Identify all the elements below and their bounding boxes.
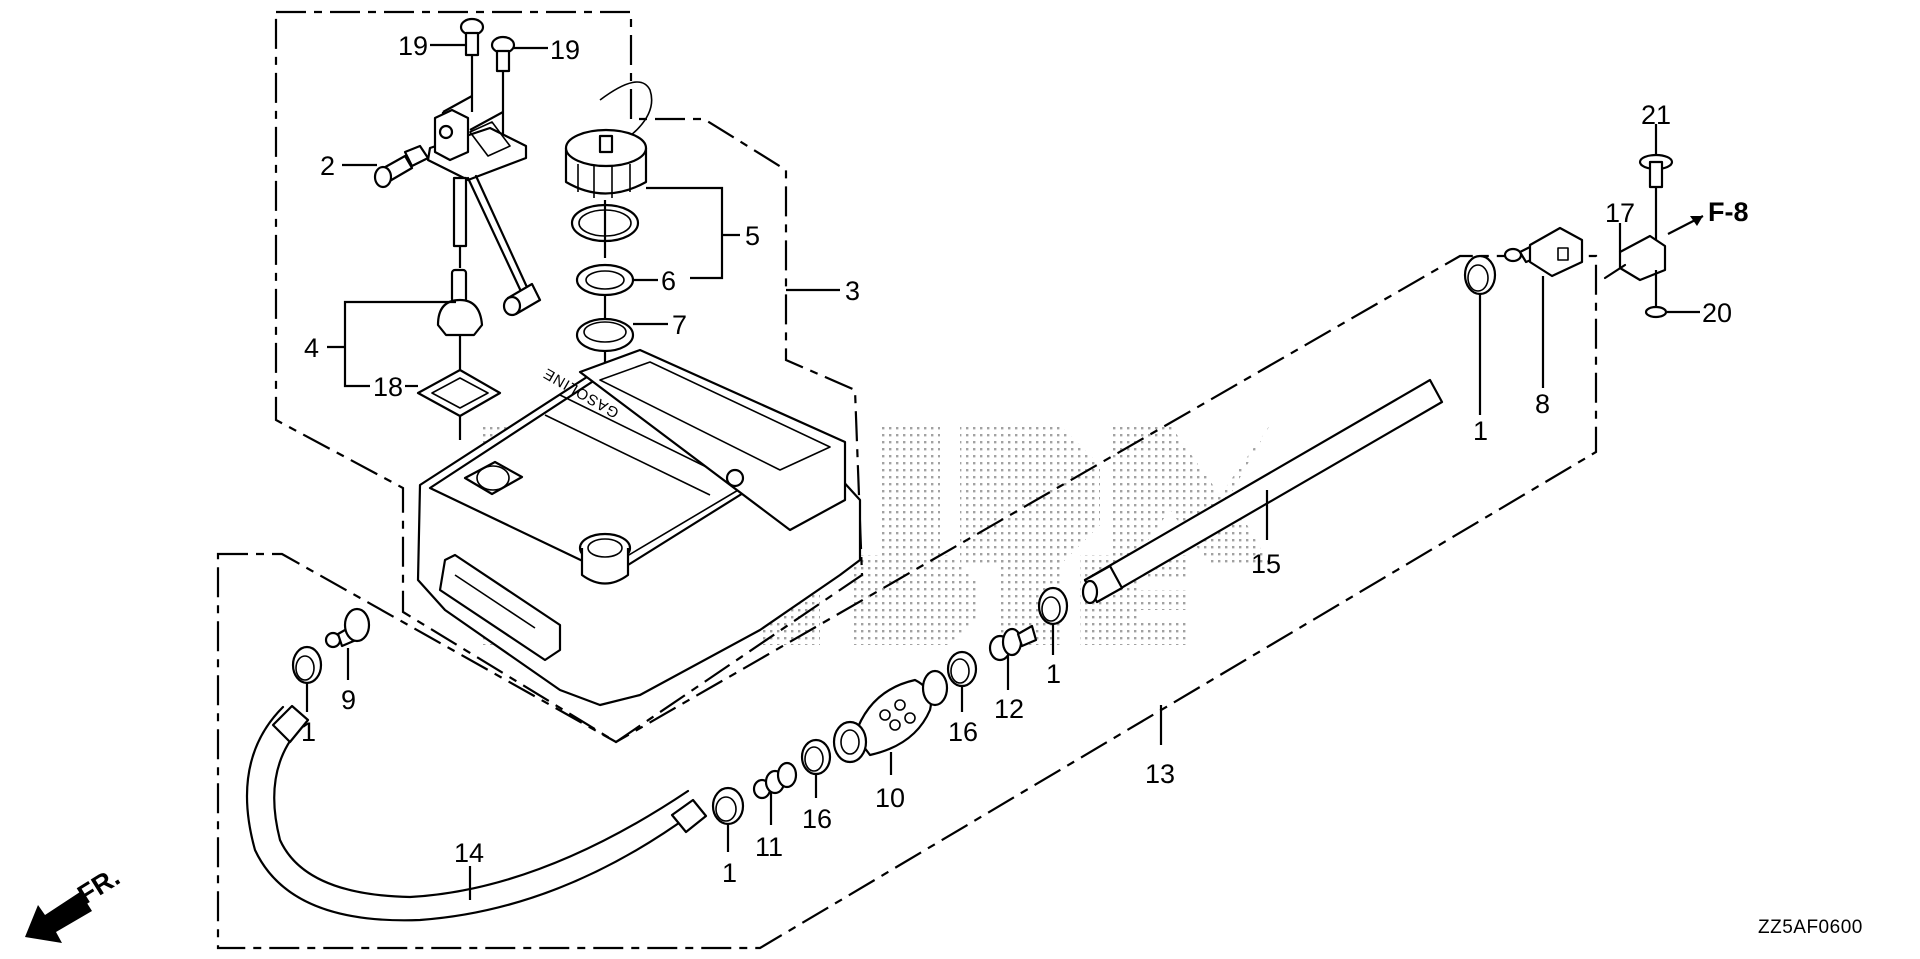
callout-16[interactable]: 16 bbox=[802, 804, 832, 834]
callout-11[interactable]: 11 bbox=[755, 832, 783, 862]
callout-15[interactable]: 15 bbox=[1251, 549, 1281, 579]
callout-13[interactable]: 13 bbox=[1145, 759, 1175, 789]
fuel-cap-assembly bbox=[564, 81, 653, 560]
callout-1[interactable]: 1 bbox=[1046, 659, 1061, 689]
callout-20[interactable]: 20 bbox=[1702, 298, 1732, 328]
fuel-tank: GASOLINE bbox=[416, 348, 862, 707]
callout-1[interactable]: 1 bbox=[301, 717, 316, 747]
callout-14[interactable]: 14 bbox=[454, 838, 484, 868]
callout-16[interactable]: 16 bbox=[948, 717, 978, 747]
fuel-connector-joint bbox=[1503, 226, 1584, 388]
callout-19[interactable]: 19 bbox=[550, 35, 580, 65]
joint-12 bbox=[988, 624, 1038, 690]
joint-11 bbox=[752, 761, 798, 825]
diagram-code: ZZ5AF0600 bbox=[1758, 917, 1863, 938]
front-arrow-icon bbox=[25, 892, 92, 943]
callout-9[interactable]: 9 bbox=[341, 685, 356, 715]
callout-6[interactable]: 6 bbox=[661, 266, 676, 296]
leader-lines bbox=[327, 43, 1163, 745]
callout-19[interactable]: 19 bbox=[398, 31, 428, 61]
callout-21[interactable]: 21 bbox=[1641, 100, 1671, 130]
callout-5[interactable]: 5 bbox=[745, 221, 760, 251]
hose-joint-icon bbox=[373, 144, 430, 189]
callout-1[interactable]: 1 bbox=[722, 858, 737, 888]
callout-12[interactable]: 12 bbox=[994, 694, 1024, 724]
hose-clamp-icon bbox=[1037, 586, 1069, 655]
arrow-icon bbox=[1690, 216, 1703, 226]
fuel-tube-15 bbox=[1081, 378, 1444, 605]
callout-4[interactable]: 4 bbox=[304, 333, 319, 363]
primer-bulb bbox=[832, 669, 949, 775]
group-outline-fuel-line bbox=[216, 254, 1598, 950]
callout-10[interactable]: 10 bbox=[875, 783, 905, 813]
hose-clamp-icon bbox=[1463, 254, 1497, 415]
reference-link-f8[interactable]: F-8 bbox=[1708, 197, 1749, 227]
fuel-tube-14 bbox=[245, 704, 708, 922]
hose-clamp-icon bbox=[711, 786, 745, 852]
callout-2[interactable]: 2 bbox=[320, 151, 335, 181]
callout-1[interactable]: 1 bbox=[1473, 416, 1488, 446]
callout-labels: 19 19 2 5 6 7 3 4 18 21 17 20 8 1 15 1 1… bbox=[301, 31, 1732, 888]
group-outline-tank bbox=[274, 10, 864, 744]
callout-18[interactable]: 18 bbox=[373, 372, 403, 402]
callout-7[interactable]: 7 bbox=[672, 310, 687, 340]
collar-16 bbox=[800, 738, 832, 798]
hose-clamp-icon bbox=[291, 645, 323, 712]
front-direction-indicator: FR. bbox=[25, 862, 125, 943]
callout-17[interactable]: 17 bbox=[1605, 198, 1635, 228]
collar-16 bbox=[946, 650, 978, 712]
callout-8[interactable]: 8 bbox=[1535, 389, 1550, 419]
callout-3[interactable]: 3 bbox=[845, 276, 860, 306]
bolt-icon bbox=[490, 35, 516, 140]
connector-9 bbox=[324, 607, 371, 680]
fuel-connector-mount bbox=[1603, 124, 1704, 319]
bolt-icon bbox=[459, 17, 485, 112]
fuel-gauge-assembly bbox=[416, 17, 542, 440]
